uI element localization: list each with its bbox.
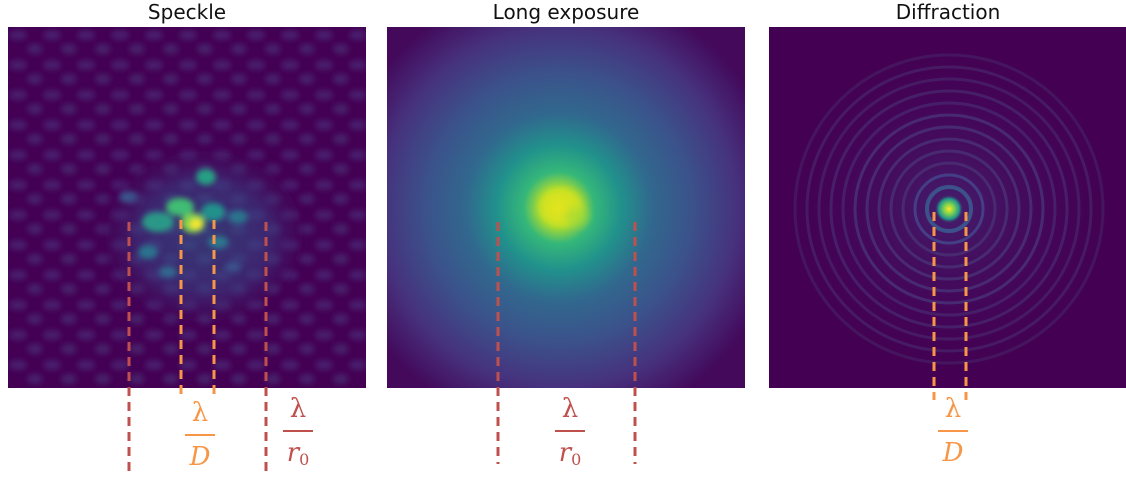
speckle-image [8,27,366,388]
diffraction-title: Diffraction [895,0,1001,24]
fried-r-subscript: 0 [299,450,310,469]
lambda-symbol: λ [944,394,962,424]
fried-r-symbol: r [558,438,572,468]
fried-r-subscript: 0 [571,450,582,469]
lambda-symbol: λ [191,398,209,428]
diffraction-lambda-over-d: λ D [933,394,973,468]
long-exposure-lambda-over-r0: λ r0 [550,394,590,475]
long-exposure-title: Long exposure [492,0,640,24]
long-exposure-image [387,27,745,388]
aperture-d-symbol: D [189,442,211,472]
speckle-lambda-over-r0: λ r0 [278,394,318,475]
diffraction-image [769,27,1126,388]
aperture-d-symbol: D [942,438,964,468]
fried-r-symbol: r [286,438,300,468]
lambda-symbol: λ [561,394,579,424]
speckle-title: Speckle [147,0,227,24]
lambda-symbol: λ [289,394,307,424]
speckle-lambda-over-d: λ D [180,398,220,472]
